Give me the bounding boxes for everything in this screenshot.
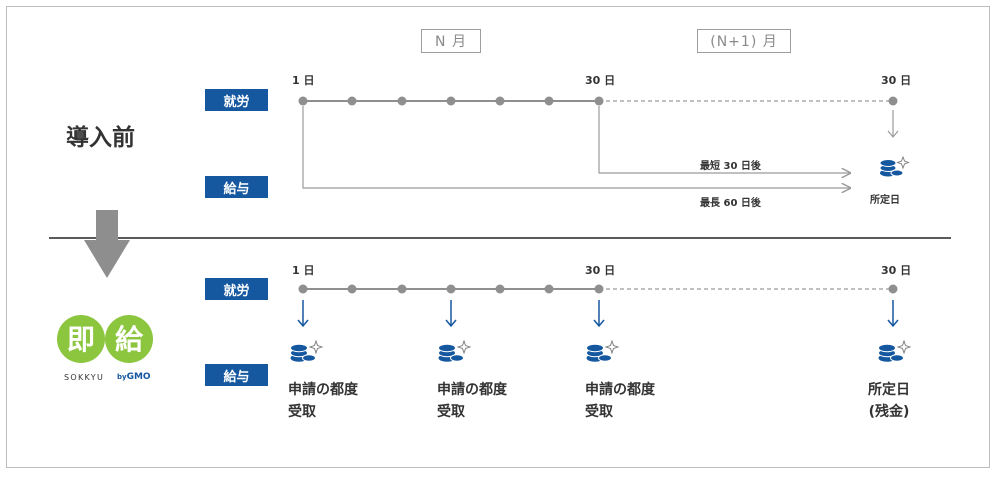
logo-circle-2 bbox=[105, 315, 153, 363]
receive-text-1: 申請の都度 受取 bbox=[288, 379, 358, 423]
coin-stack-icon bbox=[879, 155, 910, 177]
after-dot bbox=[594, 284, 604, 294]
after-day-30-next: 30 日 bbox=[881, 264, 912, 277]
receive-2-line2: 受取 bbox=[437, 404, 465, 420]
before-down-arrow-head bbox=[887, 130, 899, 138]
before-day-start: 1 日 bbox=[292, 74, 315, 87]
after-pay-label-text: 給与 bbox=[223, 369, 250, 385]
shortest-arrow bbox=[598, 106, 850, 173]
before-pay-label: 給与 bbox=[205, 176, 268, 198]
receive-text-2: 申請の都度 受取 bbox=[437, 379, 507, 423]
before-work-label-text: 就労 bbox=[223, 94, 250, 110]
after-work-label-text: 就労 bbox=[223, 283, 250, 299]
receive-3-line1: 申請の都度 bbox=[585, 382, 655, 398]
before-day-30-next: 30 日 bbox=[881, 74, 912, 87]
after-day-30: 30 日 bbox=[585, 264, 616, 277]
before-day-30: 30 日 bbox=[585, 74, 616, 87]
after-down-arrows bbox=[297, 300, 899, 328]
after-day-start: 1 日 bbox=[292, 264, 315, 277]
payday-line1: 所定日 bbox=[868, 382, 910, 398]
receive-2-line1: 申請の都度 bbox=[437, 382, 507, 398]
note-longest: 最長 60 日後 bbox=[700, 198, 761, 209]
month-n-label: N 月 bbox=[435, 34, 467, 50]
logo-circle-1 bbox=[57, 315, 105, 363]
before-dot bbox=[594, 96, 604, 106]
month-n1-box: (N+1) 月 bbox=[697, 29, 791, 53]
before-timeline bbox=[298, 96, 898, 106]
after-dot bbox=[888, 284, 898, 294]
coin-stack-icon bbox=[586, 339, 620, 362]
logo-by-brand: byGMO bbox=[117, 372, 151, 382]
before-payday: 所定日 bbox=[870, 195, 900, 206]
section-divider bbox=[49, 237, 951, 239]
note-shortest: 最短 30 日後 bbox=[700, 161, 761, 172]
receive-1-line2: 受取 bbox=[288, 404, 316, 420]
before-dot bbox=[446, 96, 456, 106]
after-dot bbox=[397, 284, 407, 294]
after-work-label: 就労 bbox=[205, 278, 268, 300]
after-dot bbox=[347, 284, 357, 294]
logo-char-2: 給 bbox=[115, 323, 144, 356]
before-dot bbox=[397, 96, 407, 106]
receive-text-3: 申請の都度 受取 bbox=[585, 379, 655, 423]
before-title: 導入前 bbox=[66, 125, 135, 151]
before-pay-label-text: 給与 bbox=[223, 181, 250, 197]
before-dot bbox=[495, 96, 505, 106]
after-dot bbox=[298, 284, 308, 294]
before-dot bbox=[888, 96, 898, 106]
blue-down-arrow-icon bbox=[887, 300, 899, 328]
coin-stack-icon bbox=[438, 339, 472, 362]
big-down-arrow bbox=[84, 210, 130, 278]
before-work-label: 就労 bbox=[205, 89, 268, 111]
before-dot bbox=[347, 96, 357, 106]
logo-char-1: 即 bbox=[67, 323, 95, 356]
blue-down-arrow-icon bbox=[297, 300, 309, 328]
logo-brand: GMO bbox=[126, 372, 151, 382]
after-dot bbox=[446, 284, 456, 294]
longest-arrow bbox=[302, 106, 850, 188]
before-dot bbox=[298, 96, 308, 106]
coin-stack-icon bbox=[290, 339, 324, 362]
month-n1-label: (N+1) 月 bbox=[710, 34, 778, 50]
before-dot bbox=[544, 96, 554, 106]
blue-down-arrow-icon bbox=[445, 300, 457, 328]
payday-line2: (残金) bbox=[868, 404, 910, 420]
month-n-box: N 月 bbox=[421, 29, 481, 53]
after-pay-label: 給与 bbox=[205, 364, 268, 386]
coin-stack-icon bbox=[878, 339, 912, 362]
logo-by: by bbox=[117, 373, 127, 381]
diagram-frame bbox=[6, 6, 990, 468]
blue-down-arrow-icon bbox=[593, 300, 605, 328]
after-dot bbox=[495, 284, 505, 294]
logo-word: SOKKYU bbox=[64, 373, 105, 382]
before-arrows bbox=[302, 106, 899, 188]
after-dot bbox=[544, 284, 554, 294]
receive-3-line2: 受取 bbox=[585, 404, 613, 420]
after-timeline bbox=[298, 284, 898, 294]
sokkyu-logo: 即 給 bbox=[57, 315, 153, 363]
payday-remaining-text: 所定日 (残金) bbox=[868, 379, 910, 423]
receive-1-line1: 申請の都度 bbox=[288, 382, 358, 398]
